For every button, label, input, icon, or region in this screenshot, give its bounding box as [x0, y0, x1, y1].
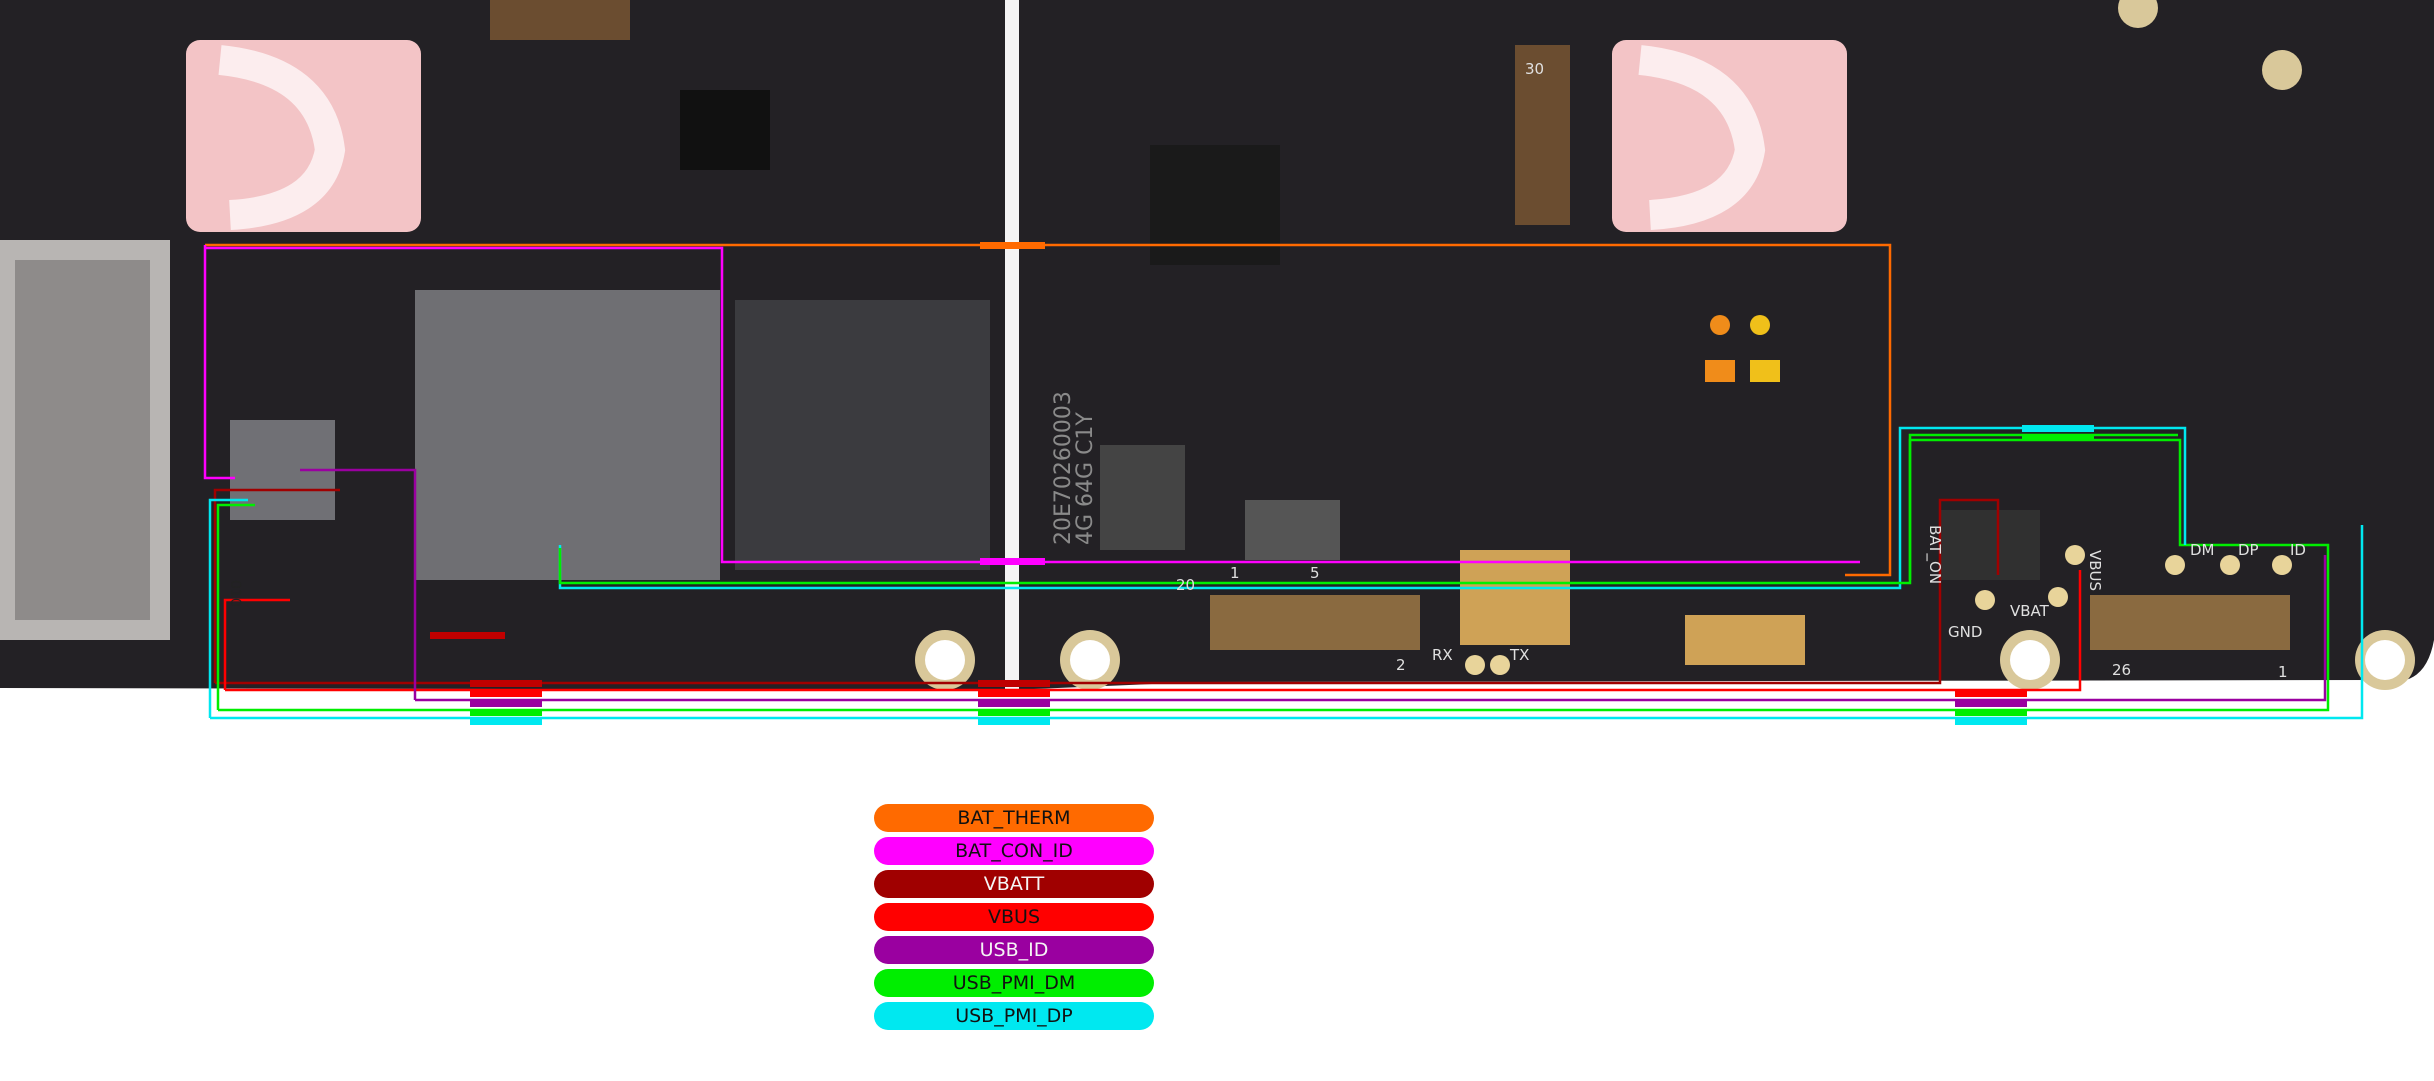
net-usb-id	[415, 555, 2327, 702]
net-vbus	[225, 570, 2082, 692]
antenna-pad-1	[2118, 0, 2158, 28]
gold-pad-rx	[1460, 550, 1570, 645]
connector-top	[1515, 45, 1570, 225]
net-vbatt	[215, 498, 2000, 685]
label-vbat: VBAT	[2010, 602, 2050, 620]
net-bat-con-id	[203, 245, 235, 480]
tp-rx	[1465, 655, 1485, 675]
net-bat-therm	[1018, 243, 1892, 577]
label-pin-30: 30	[1525, 60, 1544, 78]
battery-connector	[1940, 510, 2040, 580]
chip-mark: 010	[227, 580, 243, 607]
legend-item-vbus: VBUS	[874, 903, 1154, 931]
label-vbus: VBUS	[2086, 550, 2104, 591]
tp-dp	[2220, 555, 2240, 575]
tp-tx	[1490, 655, 1510, 675]
connector-left	[1210, 595, 1420, 650]
tp-gnd	[1975, 590, 1995, 610]
label-pin-26: 26	[2112, 661, 2131, 679]
label-bat-on: BAT_ON	[1925, 525, 1944, 584]
tp-dm	[2165, 555, 2185, 575]
label-tx: TX	[1509, 646, 1529, 664]
connector-usb	[2090, 595, 2290, 650]
gold-pad-tx	[1685, 615, 1805, 665]
legend-item-usb-pmi-dm: USB_PMI_DM	[874, 969, 1154, 997]
label-pin-2: 2	[1396, 656, 1406, 674]
label-gnd: GND	[1948, 623, 1982, 641]
battery-therm-pad	[1710, 315, 1730, 335]
legend-item-bat-therm: BAT_THERM	[874, 804, 1154, 832]
label-pin-5: 5	[1310, 564, 1320, 582]
label-pin-20: 20	[1176, 576, 1195, 594]
label-dm: DM	[2190, 541, 2215, 559]
chip-center	[1150, 145, 1280, 265]
small-connector	[1245, 500, 1340, 560]
label-pin-1-usb: 1	[2278, 663, 2288, 681]
legend-item-usb-pmi-dp: USB_PMI_DP	[874, 1002, 1154, 1030]
board-split	[1005, 0, 1019, 690]
pcb-code: 20E70260003	[1051, 391, 1076, 545]
label-dp: DP	[2238, 541, 2259, 559]
pcb-variant: 4G 64G C1Y	[1073, 412, 1098, 545]
label-rx: RX	[1432, 646, 1453, 664]
net-usb-pmi-dp	[210, 525, 2364, 720]
label-pin-1: 1	[1230, 564, 1240, 582]
emmc-chip	[735, 300, 990, 570]
legend-item-vbatt: VBATT	[874, 870, 1154, 898]
soc-bga	[415, 290, 720, 580]
shield-pad-right	[1612, 40, 1847, 232]
camera-connector	[1100, 445, 1185, 550]
chip-top	[680, 90, 770, 170]
legend-item-bat-con-id: BAT_CON_ID	[874, 837, 1154, 865]
net-tags	[430, 242, 2094, 725]
connector-top-left	[490, 0, 630, 40]
tp-id	[2272, 555, 2292, 575]
legend-item-usb-id: USB_ID	[874, 936, 1154, 964]
antenna-pad-2	[2262, 50, 2302, 90]
net-traces	[203, 243, 2364, 720]
label-id: ID	[2290, 541, 2306, 559]
battery-id-pad	[1750, 315, 1770, 335]
tp-vbus	[2065, 545, 2085, 565]
shield-pad-left	[186, 40, 421, 232]
tp-vbat	[2048, 587, 2068, 607]
